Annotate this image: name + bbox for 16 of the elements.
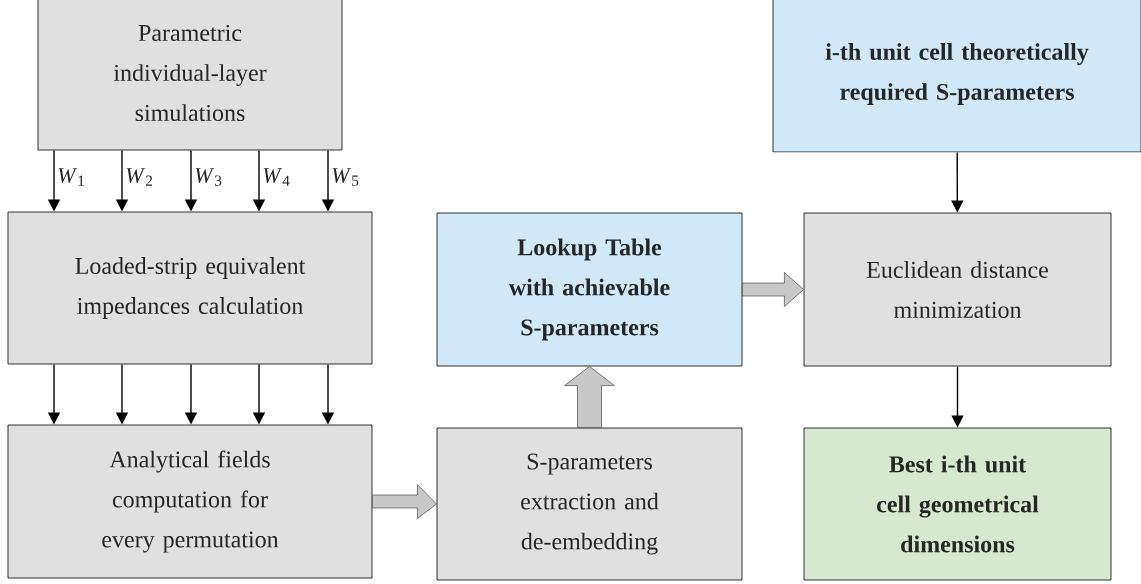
edge-label: W$_{2}$: [126, 168, 153, 186]
block-arrow: [742, 272, 804, 307]
edge-label: W$_{3}$: [195, 168, 222, 186]
process-box: Best i-th unit cell geometrical dimensions: [803, 427, 1112, 581]
block-arrow: [372, 484, 437, 519]
process-box: Euclidean distance minimization: [803, 212, 1112, 367]
process-box: S-parameters extraction and de-embedding: [436, 427, 743, 581]
process-box: Analytical fields computation for every permutation: [7, 424, 373, 579]
edge-label: W$_{4}$: [263, 168, 290, 186]
process-box: Loaded-strip equivalent impedances calculation: [7, 211, 373, 365]
process-box: Lookup Table with achievable S-parameters: [436, 212, 743, 367]
edge-label: W$_{5}$: [332, 168, 359, 186]
edge-label: W$_{1}$: [58, 168, 84, 186]
process-box: Parametric individual-layer simulations: [37, 0, 343, 151]
process-box: i-th unit cell theoretically required S-parameters: [772, 0, 1141, 153]
block-arrow: [564, 366, 615, 428]
